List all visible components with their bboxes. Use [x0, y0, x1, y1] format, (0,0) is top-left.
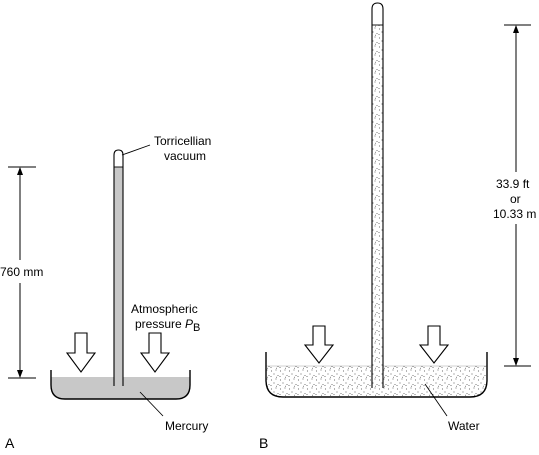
pressure-label-prefix: pressure [135, 317, 185, 331]
vacuum-leader-line [121, 144, 151, 156]
water-tube [371, 2, 384, 388]
down-arrow-icon [65, 332, 97, 373]
water-height-label-line3: 10.33 m [493, 207, 536, 221]
mercury-label: Mercury [165, 419, 208, 433]
vacuum-label-line2: vacuum [164, 149, 206, 163]
water-label: Water [448, 419, 480, 433]
mercury-dish [50, 370, 191, 400]
panel-a-mercury-barometer: 760 mm Torricellian vacuum Atmospheric p… [0, 134, 211, 451]
panel-b-letter: B [259, 435, 268, 451]
pressure-symbol: P [185, 317, 193, 331]
pressure-label-line1: Atmospheric [131, 302, 198, 316]
mercury-tube [113, 149, 124, 386]
vacuum-label-line1: Torricellian [154, 134, 211, 148]
down-arrow-icon [303, 325, 335, 364]
water-height-label-line2: or [510, 192, 521, 206]
mercury-leader-line [139, 391, 164, 417]
pressure-label-line2: pressure PB [135, 317, 200, 334]
down-arrow-icon [139, 332, 171, 373]
panel-a-letter: A [5, 435, 15, 451]
water-column [372, 25, 383, 388]
dimension-arrow-icon [8, 166, 36, 379]
pressure-subscript: B [193, 322, 200, 334]
water-dish [265, 352, 488, 398]
mercury-column [114, 167, 123, 386]
down-arrow-icon [418, 325, 450, 364]
dimension-arrow-icon [504, 24, 531, 367]
mercury-pool [51, 377, 190, 399]
water-leader-line [424, 383, 448, 417]
panel-b-water-barometer: 33.9 ft or 10.33 m Water B [259, 2, 536, 451]
water-height-label-line1: 33.9 ft [496, 177, 530, 191]
mercury-height-label: 760 mm [0, 265, 43, 279]
